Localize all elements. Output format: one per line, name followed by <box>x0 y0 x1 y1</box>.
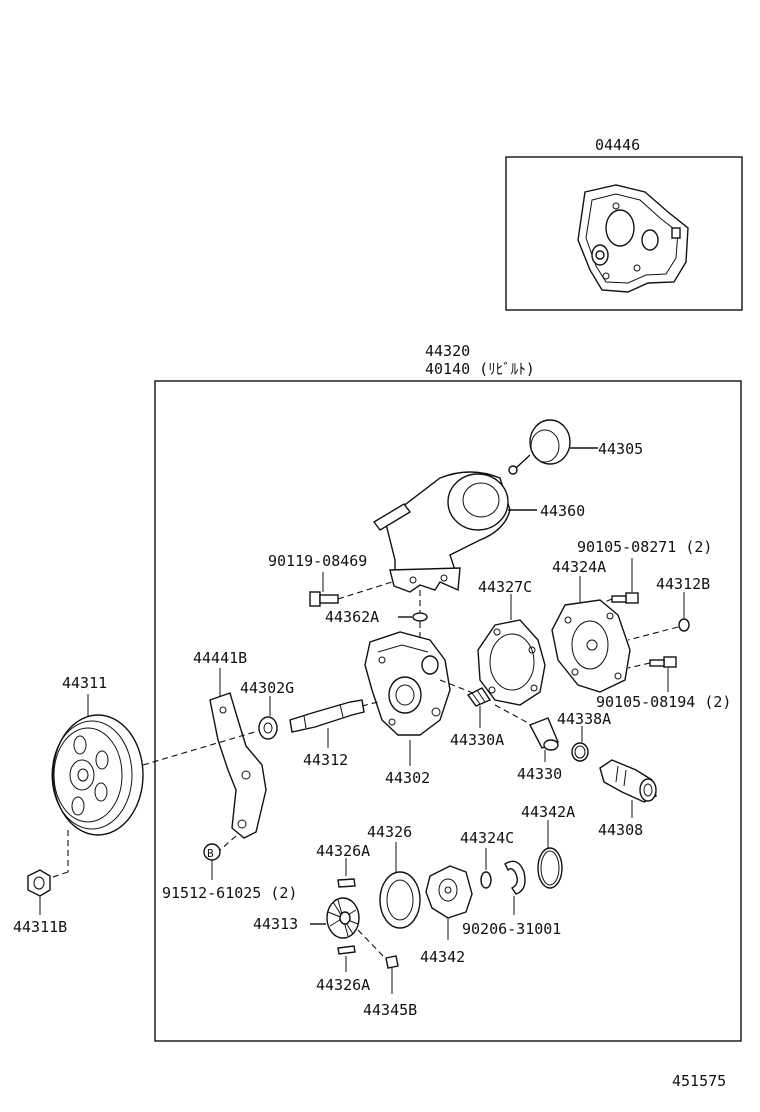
label-44312B: 44312B <box>656 575 710 593</box>
label-44305: 44305 <box>598 440 643 458</box>
cam-ring-44326: 44326 <box>367 823 421 929</box>
label-90206-31001: 90206-31001 <box>462 920 561 938</box>
assembly-label-44320: 44320 <box>425 342 470 360</box>
label-44311: 44311 <box>62 674 107 692</box>
label-44324A: 44324A <box>552 558 606 576</box>
pin-44312B: 44312B <box>627 575 710 641</box>
pulley-44311: 44311 <box>49 674 259 879</box>
label-44324C: 44324C <box>460 829 514 847</box>
pump-housing-44302: 44302 <box>364 631 479 787</box>
kit-box-04446: 04446 <box>505 136 743 311</box>
gasket-kit-illustration <box>577 184 689 293</box>
label-90105-08194: 90105-08194 (2) <box>596 693 731 711</box>
assembly-box-frame <box>154 380 742 1042</box>
label-44441B: 44441B <box>193 649 247 667</box>
label-44312: 44312 <box>303 751 348 769</box>
spring-44330A: 44330A <box>450 687 504 749</box>
pin-44345B: 44345B <box>363 955 417 1019</box>
label-44362A: 44362A <box>325 608 379 626</box>
assembly-label-40140: 40140 (ﾘﾋﾞﾙﾄ) <box>425 360 535 378</box>
label-44360: 44360 <box>540 502 585 520</box>
bracket-44441B: 44441B <box>193 649 267 851</box>
label-44308: 44308 <box>598 821 643 839</box>
oring-44362A: 44362A <box>325 590 428 638</box>
label-44326A-bottom: 44326A <box>316 976 370 994</box>
label-90119-08469: 90119-08469 <box>268 552 367 570</box>
label-44311B: 44311B <box>13 918 67 936</box>
side-plate-44342: 44342 <box>420 865 473 966</box>
label-91512-61025: 91512-61025 (2) <box>162 884 297 902</box>
cover-44324A: 44324A <box>551 558 631 693</box>
label-44326A-top: 44326A <box>316 842 370 860</box>
bolt-90105-08271: 90105-08271 (2) <box>577 538 712 609</box>
valve-44330: 44330 <box>494 704 562 783</box>
label-44327C: 44327C <box>478 578 532 596</box>
kit-box-label: 04446 <box>595 136 640 154</box>
label-44313: 44313 <box>253 915 298 933</box>
label-90105-08271: 90105-08271 (2) <box>577 538 712 556</box>
key-44326A-top: 44326A <box>316 842 370 888</box>
kit-box-frame <box>505 156 743 311</box>
bolt-90119-08469: 90119-08469 <box>268 552 393 607</box>
bolt-90105-08194: 90105-08194 (2) <box>596 656 731 711</box>
label-44342: 44342 <box>420 948 465 966</box>
label-44326: 44326 <box>367 823 412 841</box>
label-44342A: 44342A <box>521 803 575 821</box>
reservoir-cap-44305 <box>508 419 598 475</box>
seal-44302G: 44302G <box>240 679 294 740</box>
gasket-44327C: 44327C <box>477 578 546 706</box>
b-mark-letter: B <box>207 847 214 860</box>
rotor-44313: 44313 <box>253 897 386 959</box>
label-44338A: 44338A <box>557 710 611 728</box>
label-44302: 44302 <box>385 769 430 787</box>
reservoir-44360 <box>372 471 537 593</box>
nut-44311B: 44311B <box>13 869 67 936</box>
snap-ring-90206-31001: 90206-31001 <box>462 860 561 938</box>
label-44345B: 44345B <box>363 1001 417 1019</box>
oring-44338A: 44338A <box>557 710 611 762</box>
label-44330A: 44330A <box>450 731 504 749</box>
oring-44324C: 44324C <box>460 829 514 889</box>
shaft-44312: 44312 <box>289 699 379 769</box>
oring-44342A: 44342A <box>521 803 575 889</box>
label-44330: 44330 <box>517 765 562 783</box>
b-mark-91512-61025: B 91512-61025 (2) <box>162 843 297 902</box>
union-44308: 44308 <box>598 759 657 839</box>
assembly-box: 44320 40140 (ﾘﾋﾞﾙﾄ) <box>154 342 742 1042</box>
figure-number: 451575 <box>672 1072 726 1090</box>
label-44302G: 44302G <box>240 679 294 697</box>
key-44326A-bottom: 44326A <box>316 945 370 994</box>
